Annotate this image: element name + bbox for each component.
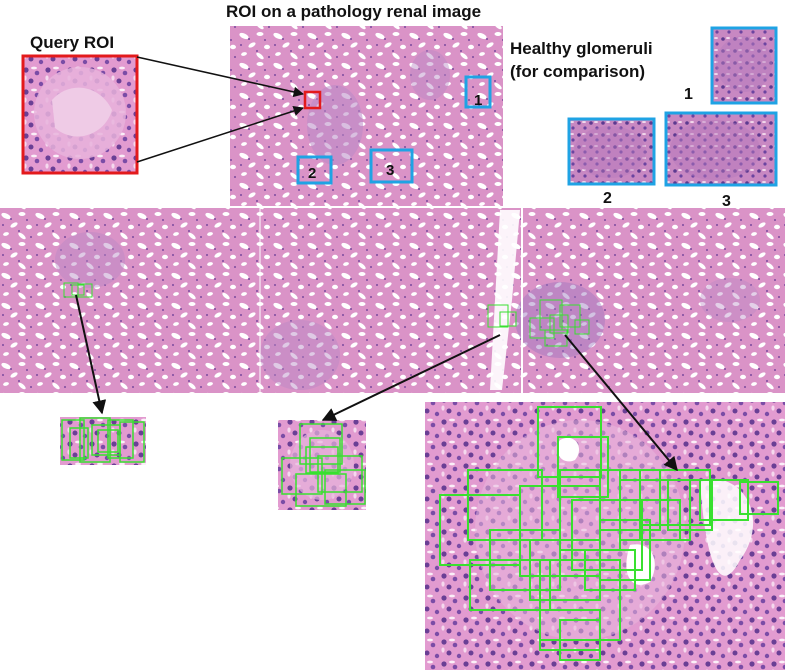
- slide-match-box-9: [559, 304, 581, 328]
- slide-match-box-5: [499, 311, 517, 327]
- overview-query-box: [303, 90, 322, 110]
- query-roi-label: Query ROI: [30, 33, 115, 52]
- zoom-match-box-8: [571, 499, 643, 571]
- whole-slide-match-boxes: [63, 282, 590, 347]
- zoom-match-box-14: [739, 481, 779, 515]
- slide-match-box-4: [487, 304, 509, 328]
- arrow-slide-to-thumbnail-1: [75, 294, 107, 415]
- overview-marker-1: 1: [474, 92, 482, 109]
- figure-title: ROI on a pathology renal image: [226, 2, 482, 21]
- arrow-slide-to-thumbnail-2: [321, 334, 501, 421]
- thumb2-match-box-3: [281, 457, 323, 495]
- thumb1-match-box-2: [79, 417, 111, 463]
- thumb2-match-box-7: [305, 446, 339, 474]
- arrow-slide-to-zoom: [564, 334, 678, 472]
- overview-marker-3: 3: [386, 162, 394, 179]
- overview-marker-2: 2: [308, 165, 316, 182]
- healthy-glomeruli-sublabel: (for comparison): [510, 62, 646, 81]
- healthy-glomerulus-1: [710, 26, 778, 105]
- healthy-glomeruli-label: Healthy glomeruli: [510, 39, 653, 58]
- thumb1-match-box-1: [61, 419, 85, 461]
- result-zoom-large: [425, 402, 785, 670]
- thumb1-match-box-7: [69, 427, 89, 459]
- arrow-query-to-overview-bottom: [136, 105, 304, 163]
- healthy-number-3: 3: [722, 193, 731, 210]
- thumb2-match-box-6: [324, 469, 366, 505]
- result-zoom-large-boxes: [439, 406, 779, 661]
- overview-healthy-box-3: [369, 148, 414, 184]
- zoom-match-box-13: [699, 479, 749, 521]
- zoom-match-box-22: [639, 499, 681, 541]
- thumb1-match-box-6: [119, 421, 145, 463]
- zoom-match-box-3: [467, 469, 543, 541]
- slide-match-box-11: [574, 319, 590, 335]
- slide-match-box-8: [529, 317, 555, 339]
- whole-slide-strip: [0, 208, 785, 393]
- zoom-match-box-1: [537, 406, 602, 478]
- healthy-glomerulus-3: [664, 111, 778, 187]
- zoom-match-box-21: [584, 549, 636, 591]
- result-thumbnail-2-boxes: [281, 423, 366, 507]
- result-thumbnail-1-boxes: [61, 417, 145, 463]
- thumb2-match-box-1: [299, 423, 343, 465]
- arrow-query-to-overview-top: [136, 56, 305, 98]
- slide-match-box-3: [77, 283, 93, 298]
- zoom-match-box-2: [557, 436, 609, 498]
- healthy-number-2: 2: [603, 190, 612, 207]
- slide-match-box-7: [549, 314, 569, 334]
- query-roi-border: [21, 54, 139, 175]
- zoom-match-box-17: [539, 559, 621, 641]
- healthy-number-1: 1: [684, 86, 693, 103]
- query-roi-image: [21, 54, 139, 175]
- renal-overview-image: [230, 26, 503, 206]
- zoom-match-box-20: [559, 619, 601, 661]
- overview-healthy-box-2: [296, 155, 333, 185]
- healthy-glomerulus-2: [567, 117, 656, 186]
- zoom-match-box-16: [469, 559, 551, 611]
- zoom-match-box-12: [667, 479, 713, 531]
- thumb2-match-box-5: [295, 473, 347, 507]
- overview-healthy-box-1: [464, 75, 492, 109]
